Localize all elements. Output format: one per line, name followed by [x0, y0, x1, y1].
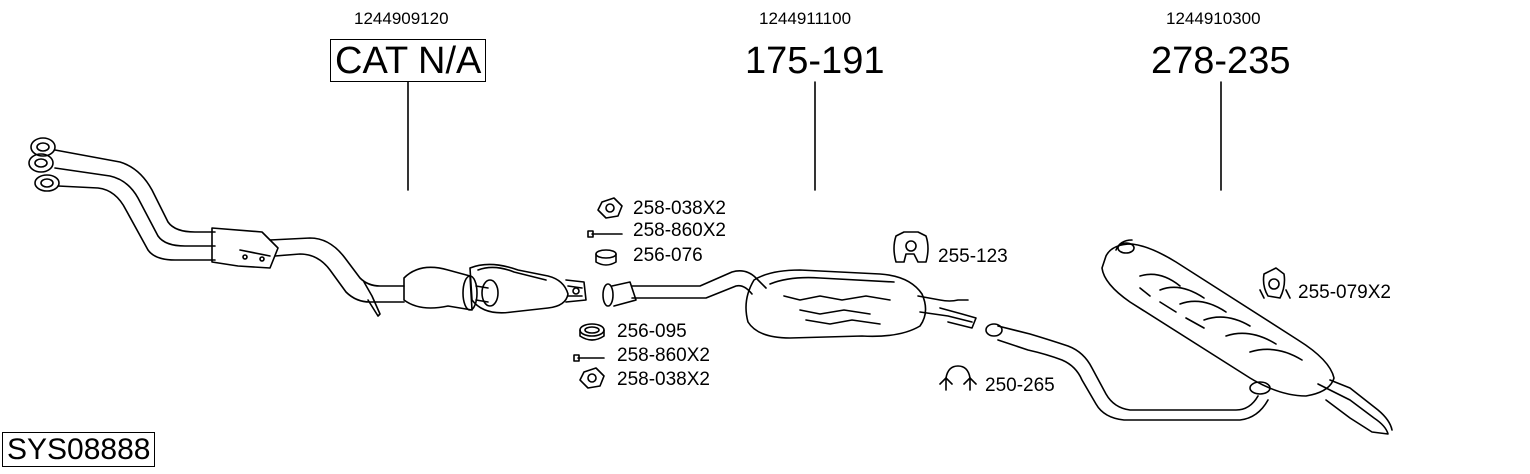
- part-label-clamp: 250-265: [985, 375, 1055, 396]
- middle-silencer-assembly: [602, 269, 977, 339]
- part-code-middle: 175-191: [745, 40, 885, 82]
- part-code-rear: 278-235: [1151, 40, 1291, 82]
- nut-icon: [597, 197, 623, 219]
- part-label-bolt-lower: 258-860X2: [617, 345, 710, 366]
- bolt-icon: [587, 230, 623, 238]
- front-pipe-assembly: [28, 137, 587, 317]
- gasket-ring-icon: [595, 249, 617, 266]
- rubber-mount-icon: [1259, 267, 1291, 299]
- oem-number-front: 1244909120: [354, 9, 449, 28]
- part-label-gasket-upper: 256-076: [633, 245, 703, 266]
- part-label-mount-rear: 255-079X2: [1298, 282, 1391, 303]
- part-label-mount-middle: 255-123: [938, 246, 1008, 267]
- rear-silencer-assembly: [985, 239, 1393, 435]
- part-label-gasket-lower: 256-095: [617, 321, 687, 342]
- nut-icon: [579, 367, 605, 389]
- pipe-clamp-icon: [939, 365, 977, 391]
- part-label-bolt-upper: 258-860X2: [633, 220, 726, 241]
- gasket-ring-icon: [579, 323, 605, 341]
- oem-number-middle: 1244911100: [759, 9, 852, 28]
- part-label-nut-upper: 258-038X2: [633, 198, 726, 219]
- system-id: SYS08888: [2, 432, 156, 467]
- part-label-nut-lower: 258-038X2: [617, 369, 710, 390]
- part-code-front: CAT N/A: [330, 39, 487, 82]
- rubber-mount-icon: [893, 231, 929, 263]
- bolt-icon: [573, 354, 605, 362]
- oem-number-rear: 1244910300: [1166, 9, 1261, 28]
